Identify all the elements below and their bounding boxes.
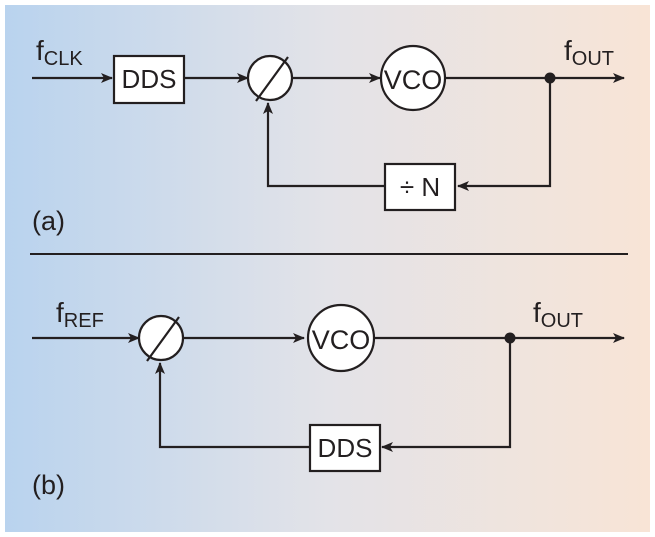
b-dds-to-pd: [155, 362, 310, 449]
b-vco-label: VCO: [312, 325, 371, 355]
a-phase-detector: [246, 54, 294, 102]
a-divider-label: ÷ N: [400, 172, 440, 202]
b-phase-detector: [137, 314, 185, 362]
b-output-junction: [504, 332, 516, 344]
a-output-junction: [544, 72, 556, 84]
a-output-label: fOUT: [564, 35, 614, 70]
a-input-label: fCLK: [36, 35, 83, 70]
a-vco-label: VCO: [384, 65, 443, 95]
a-divider-block: [383, 162, 457, 212]
a-phase-detector-slash: [255, 56, 289, 102]
b-input-label: fREF: [56, 297, 104, 332]
panel-b-label: (b): [32, 470, 65, 500]
b-dds-label: DDS: [318, 433, 373, 463]
panel-a-label: (a): [32, 206, 65, 236]
a-feedback-to-divider: [457, 78, 552, 191]
b-feedback-to-dds: [381, 338, 512, 452]
a-dds-label: DDS: [122, 64, 177, 94]
a-divider-to-pd: [263, 102, 385, 188]
b-phase-detector-slash: [146, 316, 180, 362]
b-dds-block: [308, 423, 382, 473]
b-output-label: fOUT: [533, 297, 583, 332]
a-dds-block: [112, 54, 186, 105]
